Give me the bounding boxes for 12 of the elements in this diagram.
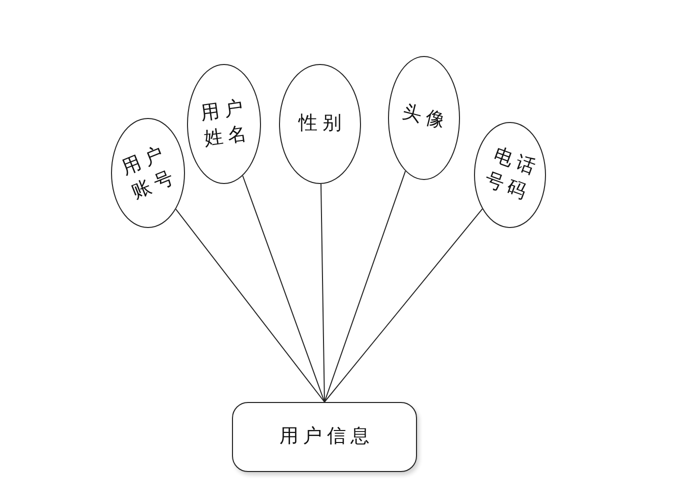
connector-line <box>242 175 325 402</box>
connector-line <box>175 208 325 402</box>
attribute-name: 性别 <box>297 111 348 136</box>
connector-line <box>324 170 406 402</box>
attribute-name: 头像 <box>400 100 454 136</box>
attribute-name: 用户账号 <box>118 140 182 206</box>
entity-name: 用户信息 <box>278 424 376 450</box>
connector-line <box>324 208 483 402</box>
attribute-name: 用户姓名 <box>198 95 254 152</box>
connector-line <box>320 183 325 402</box>
attribute-name: 电话号码 <box>481 142 544 207</box>
entity-box <box>232 402 417 472</box>
